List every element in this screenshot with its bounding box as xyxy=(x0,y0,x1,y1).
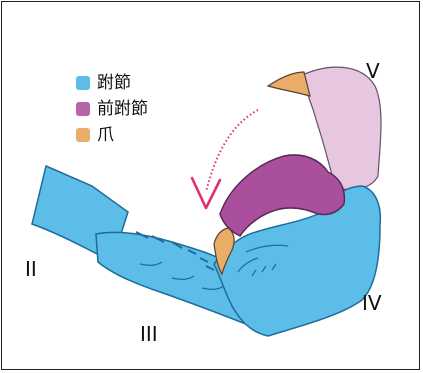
arrow-head xyxy=(192,178,220,208)
legend-swatch-tarsus xyxy=(76,76,90,90)
legend-label-claw: 爪 xyxy=(97,125,114,145)
label-segment-V: V xyxy=(366,61,380,81)
legend: 跗節 前跗節 爪 xyxy=(76,73,148,151)
label-segment-IV: IV xyxy=(362,293,382,313)
legend-item-pretarsus: 前跗節 xyxy=(76,99,148,119)
legend-item-tarsus: 跗節 xyxy=(76,73,148,93)
legend-swatch-claw xyxy=(76,128,90,142)
legend-item-claw: 爪 xyxy=(76,125,148,145)
legend-swatch-pretarsus xyxy=(76,102,90,116)
label-segment-III: III xyxy=(140,324,158,344)
label-segment-II: II xyxy=(25,259,37,279)
legend-label-tarsus: 跗節 xyxy=(97,73,131,93)
legend-label-pretarsus: 前跗節 xyxy=(97,99,148,119)
claw-raised-shape xyxy=(268,72,310,96)
